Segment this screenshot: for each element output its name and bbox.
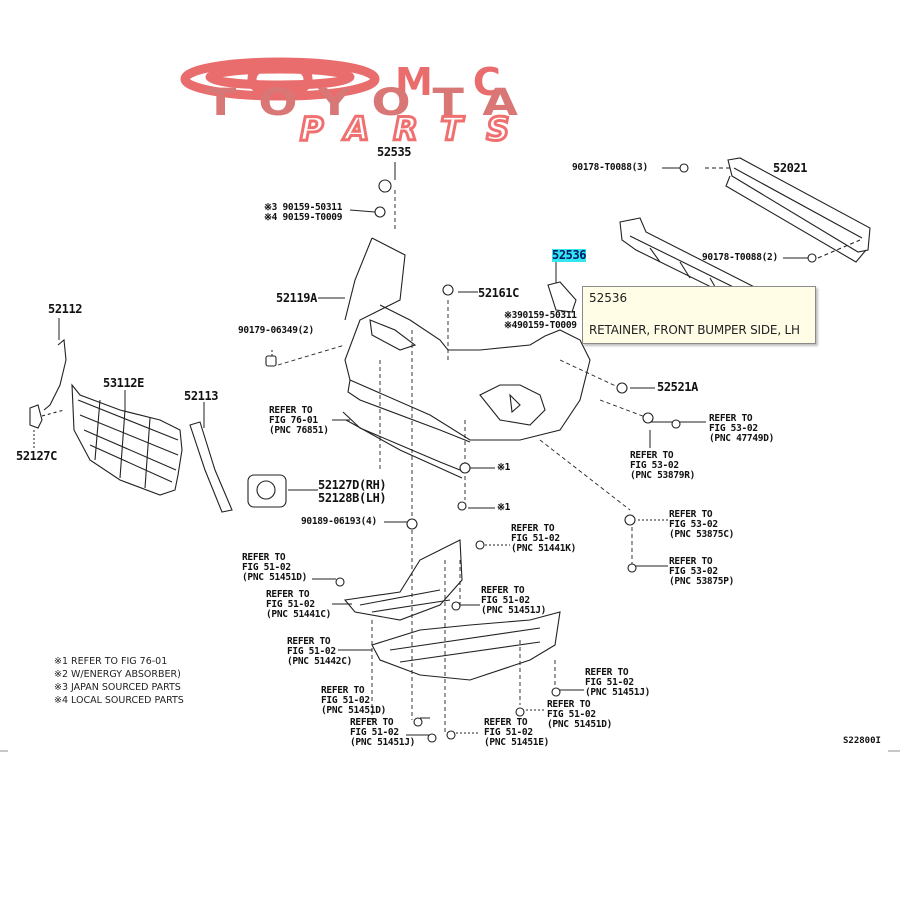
toyota-emblem-icon <box>180 57 380 101</box>
part-label-52161c[interactable]: 52161C <box>478 286 519 300</box>
part-label-52021[interactable]: 52021 <box>773 161 808 175</box>
grille-moulding-rh-drawing <box>189 421 233 513</box>
note-ref-1-a: ※1 <box>497 462 511 473</box>
nut-label-90178-t0088-3[interactable]: 90178-T0088(3) <box>572 162 648 173</box>
fog-lamp-cover-drawing <box>247 474 287 508</box>
scroll-marker-left <box>0 750 8 752</box>
part-label-52113[interactable]: 52113 <box>184 389 219 403</box>
legend: ※1 REFER TO FIG 76-01 ※2 W/ENERGY ABSORB… <box>54 655 184 707</box>
grille-moulding-lh-drawing <box>43 338 67 411</box>
bumper-reinforcement-drawing <box>705 157 871 263</box>
legend-item: ※4 LOCAL SOURCED PARTS <box>54 695 184 706</box>
scroll-marker-right <box>888 750 900 752</box>
legend-item: ※2 W/ENERGY ABSORBER) <box>54 669 181 680</box>
part-label-52535[interactable]: 52535 <box>377 145 412 159</box>
bumper-cover-drawing <box>344 237 591 443</box>
legend-item: ※1 REFER TO FIG 76-01 <box>54 656 168 667</box>
nut-label-90178-t0088-2[interactable]: 90178-T0088(2) <box>702 252 778 263</box>
part-label-52128b-lh[interactable]: 52128B(LH) <box>318 491 387 505</box>
tooltip-part-number: 52536 <box>589 291 628 305</box>
watermark-mc-text: MC <box>395 60 541 104</box>
bolt-label-90179-06349[interactable]: 90179-06349(2) <box>238 325 314 336</box>
front-under-cover-drawing <box>371 611 561 681</box>
part-label-52119a[interactable]: 52119A <box>276 291 317 305</box>
part-tooltip: 52536 RETAINER, FRONT BUMPER SIDE, LH <box>582 286 816 344</box>
lower-moulding-drawing <box>342 411 466 473</box>
grille-drawing <box>71 383 183 496</box>
bolt-label-90159-50311-a[interactable]: ※3 90159-50311 <box>264 202 343 213</box>
part-label-52536-highlighted[interactable]: 52536 <box>552 248 587 262</box>
bolt-label-90159-50311-b[interactable]: ※390159-50311 <box>504 310 577 321</box>
part-label-52127d-rh[interactable]: 52127D(RH) <box>318 478 387 492</box>
engine-under-cover-drawing <box>343 539 463 621</box>
watermark-toyota-text: TOYOTA <box>205 80 540 124</box>
bolt-label-90189-06193[interactable]: 90189-06193(4) <box>301 516 377 527</box>
legend-item: ※3 JAPAN SOURCED PARTS <box>54 682 181 693</box>
part-label-53112e[interactable]: 53112E <box>103 376 144 390</box>
figure-id: S22800I <box>843 736 881 746</box>
watermark-parts-text: PARTS <box>300 110 533 148</box>
note-ref-1-b: ※1 <box>497 502 511 513</box>
bolt-label-90159-t0009-a[interactable]: ※4 90159-T0009 <box>264 212 343 223</box>
bolt-label-90159-t0009-b[interactable]: ※490159-T0009 <box>504 320 577 331</box>
part-label-52521a[interactable]: 52521A <box>657 380 698 394</box>
part-label-52127c[interactable]: 52127C <box>16 449 57 463</box>
cap-drawing <box>29 404 43 429</box>
part-label-52112[interactable]: 52112 <box>48 302 83 316</box>
tooltip-description: RETAINER, FRONT BUMPER SIDE, LH <box>589 323 800 337</box>
omc-toyota-parts-watermark: MC TOYOTA PARTS <box>180 57 541 150</box>
